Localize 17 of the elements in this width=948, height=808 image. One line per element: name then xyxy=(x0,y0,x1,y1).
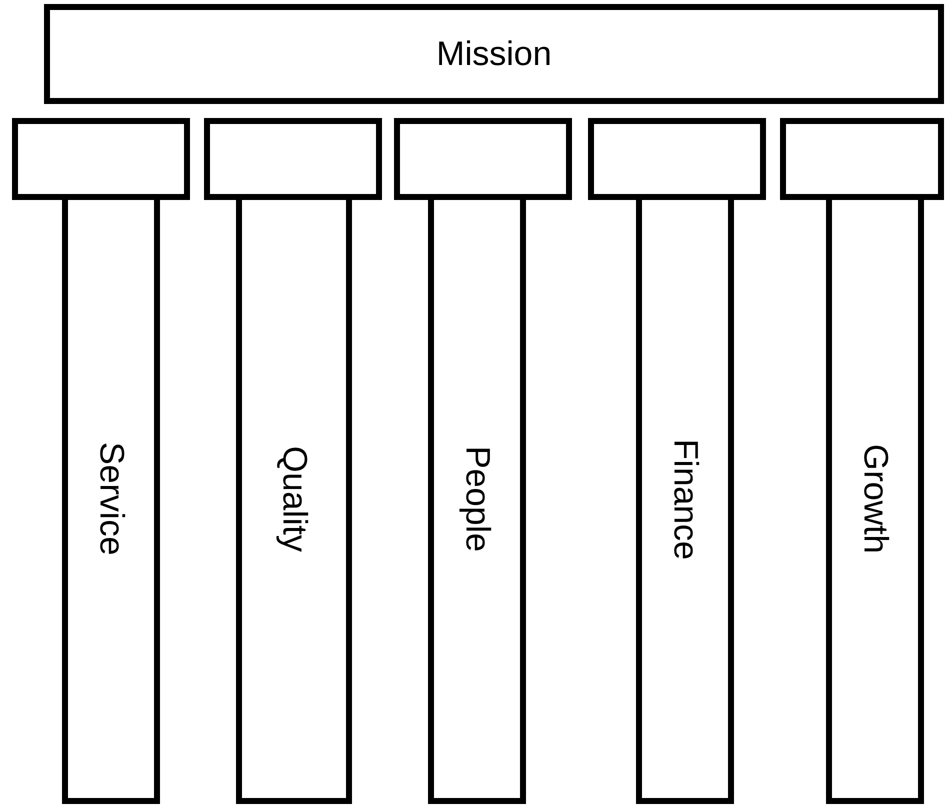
mission-box xyxy=(44,4,944,104)
empty-box xyxy=(12,118,190,200)
pillar-column xyxy=(62,200,160,804)
pillar-column xyxy=(636,200,734,804)
pillar-column xyxy=(236,200,352,804)
pillar-label: Finance xyxy=(666,438,704,560)
pillar-column xyxy=(428,200,526,804)
pillar-label: People xyxy=(458,446,496,552)
pillar-column xyxy=(826,200,924,804)
pillar-label: Growth xyxy=(856,444,894,554)
empty-box xyxy=(394,118,572,200)
empty-box xyxy=(780,118,944,200)
empty-box xyxy=(588,118,766,200)
empty-box xyxy=(204,118,382,200)
pillar-label: Quality xyxy=(274,446,314,552)
mission-label: Mission xyxy=(436,34,552,74)
pillar-label: Service xyxy=(92,442,130,556)
